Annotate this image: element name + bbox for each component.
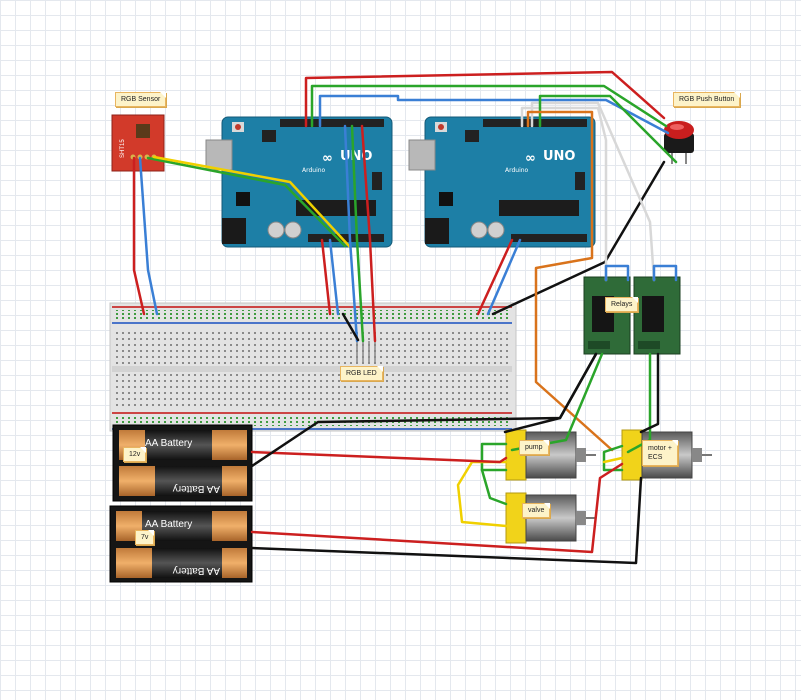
- relay-module-right: [633, 276, 681, 355]
- wire-red: [250, 450, 508, 464]
- wire-blue: [318, 94, 670, 135]
- pump-motor: [505, 429, 596, 481]
- wire-green: [350, 124, 365, 343]
- wire-green: [310, 84, 668, 128]
- battery-pack-12v: AA Battery AA Battery: [112, 424, 253, 502]
- arduino-uno-board-right: ∞ UNO Arduino: [408, 116, 596, 248]
- wire-blue: [604, 264, 630, 282]
- battery-12v-label: 12v: [123, 447, 147, 462]
- board-maker: Arduino: [505, 167, 529, 174]
- sensor-chip-label: SHT15: [120, 139, 126, 158]
- wire-red: [250, 462, 624, 554]
- rgb-sensor-label: RGB Sensor: [115, 92, 167, 107]
- battery-cell-label: AA Battery: [145, 519, 192, 530]
- push-button: [664, 121, 694, 164]
- wire-green: [146, 156, 347, 248]
- motor-ecs-label: motor + ECS: [642, 440, 678, 466]
- wire-red: [132, 156, 146, 316]
- wire-red: [476, 238, 514, 316]
- wire-black: [341, 312, 360, 342]
- wire-black: [503, 352, 598, 434]
- wire-blue: [328, 238, 340, 316]
- board-maker: Arduino: [302, 167, 326, 174]
- wire-white: [520, 106, 608, 282]
- wire-red: [320, 238, 332, 316]
- rgb-led: [356, 341, 376, 362]
- battery-cell-label: AA Battery: [173, 565, 220, 576]
- valve-label: valve: [522, 503, 551, 518]
- wire-yellow: [602, 456, 624, 464]
- board-brand: UNO: [543, 149, 576, 164]
- wires: [132, 70, 678, 565]
- wire-black: [639, 352, 660, 434]
- rgb-sensor-module: SHT15: [111, 114, 165, 172]
- wire-black: [250, 352, 598, 468]
- battery-7v-label: 7v: [135, 530, 155, 545]
- battery-pack-7v: AA Battery AA Battery: [109, 505, 253, 583]
- relay-module-left: [583, 276, 631, 355]
- wire-blue: [138, 156, 159, 316]
- pump-label: pump: [519, 440, 549, 455]
- wire-blue: [486, 238, 522, 316]
- svg-text:∞: ∞: [322, 151, 333, 166]
- arduino-uno-board-left: ∞ UNO Arduino: [205, 116, 393, 248]
- wire-blue: [343, 124, 359, 343]
- rgb-led-label: RGB LED: [340, 366, 383, 381]
- wire-green: [480, 468, 508, 506]
- wire-blue: [652, 264, 678, 282]
- wire-green: [480, 442, 508, 472]
- wire-black: [250, 476, 643, 565]
- valve-motor: [505, 492, 596, 544]
- relays-label: Relays: [605, 297, 639, 312]
- wire-orange: [526, 110, 614, 452]
- wire-red: [360, 124, 377, 343]
- wire-white: [530, 101, 656, 282]
- wire-red: [304, 70, 666, 128]
- rgb-push-button-label: RGB Push Button: [673, 92, 741, 107]
- battery-cell-label: AA Battery: [173, 483, 220, 494]
- wire-yellow: [152, 155, 352, 249]
- svg-text:∞: ∞: [525, 151, 536, 166]
- battery-cell-label: AA Battery: [145, 438, 192, 449]
- breadboard: [109, 302, 517, 432]
